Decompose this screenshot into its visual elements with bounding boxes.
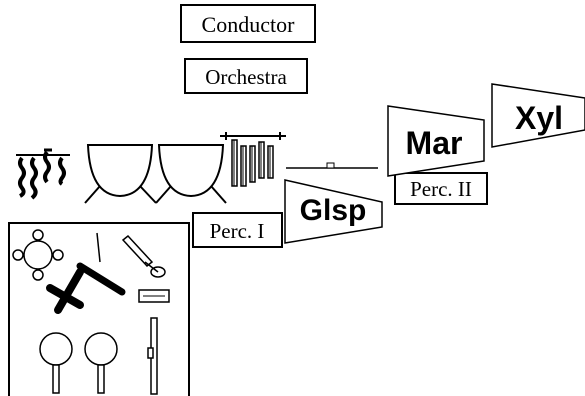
tubular-bells-icon xyxy=(220,132,286,187)
conductor-label: Conductor xyxy=(202,12,296,37)
wind-chimes-icon xyxy=(16,148,70,200)
percussion-table xyxy=(8,222,190,396)
perc-1-box: Perc. I xyxy=(192,212,283,248)
mallet-icon xyxy=(84,332,118,394)
perc-1-label: Perc. I xyxy=(210,219,265,243)
drumstick-icon xyxy=(46,268,84,314)
mallet-icon xyxy=(39,332,73,394)
suspended-cymbal-icon xyxy=(147,317,158,395)
orchestra-box: Orchestra xyxy=(184,58,308,94)
timpani-icon xyxy=(84,144,157,204)
triangle-icon xyxy=(76,232,126,296)
stand-icon xyxy=(286,162,378,169)
woodblock-icon xyxy=(138,289,170,303)
orchestra-label: Orchestra xyxy=(205,65,287,89)
tambourine-icon xyxy=(12,229,64,281)
marimba-label: Mar xyxy=(406,125,463,161)
xylophone-icon: Xyl xyxy=(491,83,585,148)
ratchet-icon xyxy=(121,234,166,278)
conductor-box: Conductor xyxy=(180,4,316,43)
xylophone-label: Xyl xyxy=(515,100,563,136)
glockenspiel-label: Glsp xyxy=(300,194,367,227)
marimba-icon: Mar xyxy=(387,105,485,177)
perc-2-box: Perc. II xyxy=(394,172,488,205)
perc-2-label: Perc. II xyxy=(410,177,472,201)
timpani-icon xyxy=(155,144,227,204)
glockenspiel-icon: Glsp xyxy=(284,179,383,244)
